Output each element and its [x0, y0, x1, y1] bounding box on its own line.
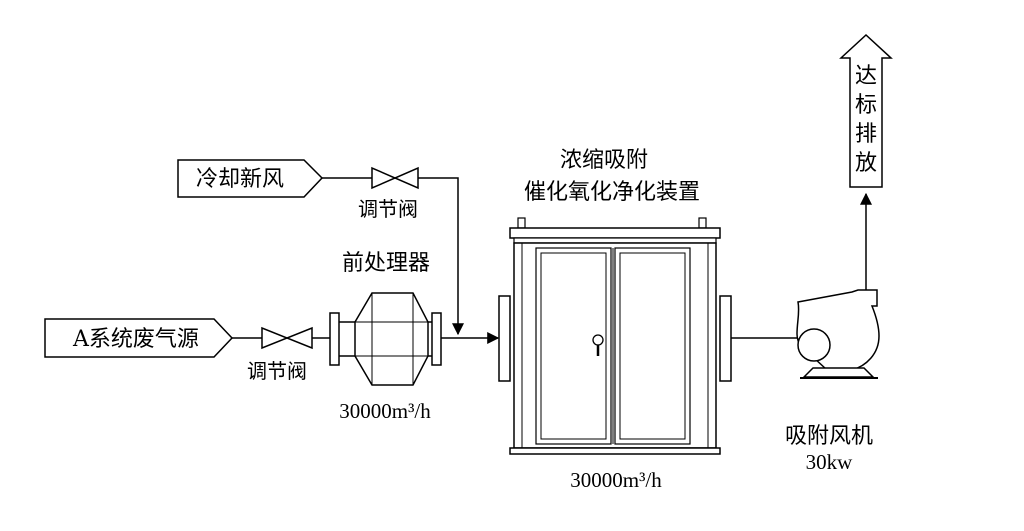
fresh-air-branch-pipe: [418, 177, 464, 336]
exhaust-char-1: 达: [855, 64, 877, 89]
fan-power-label: 30kw: [806, 450, 854, 474]
valve-top-label: 调节阀: [358, 197, 418, 221]
fresh-air-label: 冷却新风: [196, 167, 284, 192]
valve-bottom-label: 调节阀: [247, 359, 307, 383]
adsorption-catalytic-device: [498, 217, 732, 455]
device-label-line1: 浓缩吸附: [560, 148, 648, 173]
pretreatment-unit: [329, 292, 442, 386]
exhaust-source-label: A系统废气源: [72, 327, 199, 352]
device-flow-label: 30000m³/h: [570, 468, 662, 492]
pretreatment-label: 前处理器: [342, 251, 430, 276]
exhaust-source-arrow: A系统废气源: [44, 318, 234, 358]
pretreatment-flow-label: 30000m³/h: [339, 399, 431, 423]
fresh-air-arrow: 冷却新风: [177, 159, 324, 198]
exhaust-char-3: 排: [855, 122, 877, 147]
door-lock-icon: [592, 334, 604, 356]
regulating-valve-top: [371, 166, 419, 190]
regulating-valve-bottom: [261, 326, 313, 350]
adsorption-fan-icon: [796, 289, 880, 379]
exhaust-char-2: 标: [855, 93, 877, 118]
exhaust-char-4: 放: [855, 151, 877, 176]
device-label-line2: 催化氧化净化装置: [524, 180, 700, 205]
fan-name-label: 吸附风机: [785, 424, 873, 449]
compliant-discharge-arrow: 达 标 排 放: [839, 33, 893, 188]
